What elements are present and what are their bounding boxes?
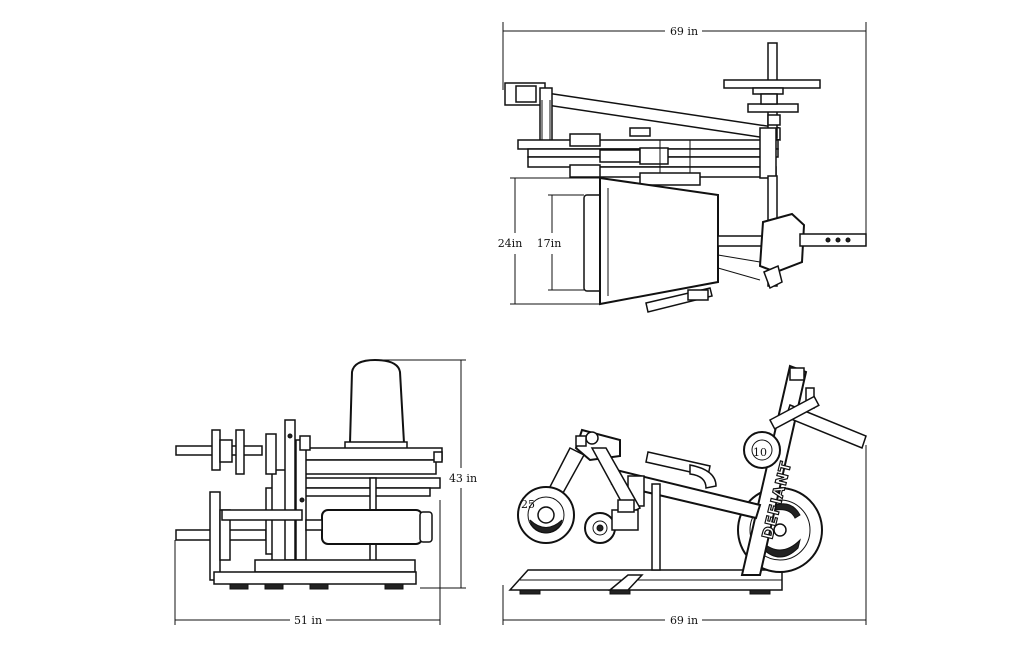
side-roller-pad <box>305 509 433 545</box>
top-seat-pad <box>583 176 719 306</box>
top-depth-inner-label: 17in <box>537 237 562 250</box>
top-depth-dimension: 24in <box>498 177 600 305</box>
side-width-label: 51 in <box>294 614 322 627</box>
top-weight-horn <box>723 42 821 139</box>
top-frame-tubes <box>504 82 781 149</box>
side-seat <box>299 447 443 571</box>
side-height-label: 43 in <box>449 472 477 485</box>
top-view: 69 in <box>498 22 867 313</box>
plate-mark-2: 25 <box>521 498 535 511</box>
front-view: DEFIANT 10 <box>502 364 867 627</box>
side-back-pad <box>344 358 408 451</box>
side-view: 43 in 51 in <box>174 358 477 627</box>
front-upper-plate: 10 <box>743 395 820 469</box>
top-depth-outer-label: 24in <box>498 237 523 250</box>
top-pad-dimension: 17in <box>537 194 584 291</box>
front-front-plate: 25 <box>517 486 575 544</box>
top-width-label: 69 in <box>670 25 698 38</box>
front-width-dimension: 69 in <box>502 445 867 627</box>
front-base <box>508 569 783 595</box>
side-base <box>213 559 417 590</box>
top-back-pad <box>758 212 867 290</box>
side-width-dimension: 51 in <box>174 500 441 627</box>
front-width-label: 69 in <box>670 614 698 627</box>
top-width-dimension: 69 in <box>502 22 867 240</box>
side-height-dimension: 43 in <box>375 359 477 589</box>
plate-mark-1: 10 <box>753 446 767 459</box>
top-seat-rails <box>645 235 769 313</box>
front-small-plate <box>584 499 639 544</box>
front-seat-beam <box>610 451 762 571</box>
